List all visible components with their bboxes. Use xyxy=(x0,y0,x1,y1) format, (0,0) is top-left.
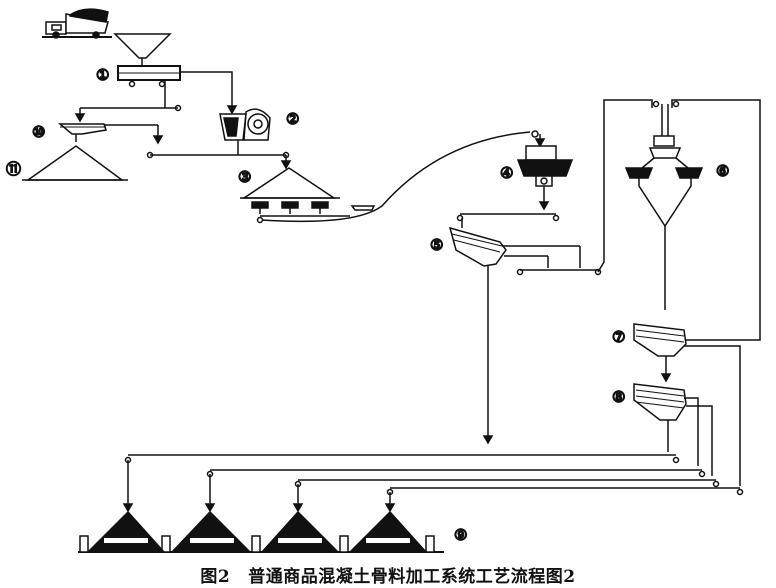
label-10: ⑩ xyxy=(32,123,45,141)
jaw-crusher xyxy=(219,108,271,148)
label-5: ⑤ xyxy=(430,236,443,254)
label-2: ② xyxy=(286,110,299,128)
label-6: ⑥ xyxy=(716,162,729,180)
figure-caption: 图2 普通商品混凝土骨料加工系统工艺流程图2 xyxy=(0,562,776,587)
under-pile-feeders xyxy=(251,201,376,224)
caption-label: 图2 xyxy=(200,567,231,587)
vibrating-screen-7 xyxy=(633,323,741,486)
surge-pile xyxy=(240,167,340,199)
vibrating-screen-5 xyxy=(448,226,602,445)
label-9: ⑨ xyxy=(454,526,467,544)
label-4: ④ xyxy=(500,164,513,182)
conveyor-to-tertiary xyxy=(597,99,660,273)
dump-truck-icon xyxy=(42,8,112,39)
tertiary-crushers xyxy=(624,104,704,310)
stockpile-11 xyxy=(22,145,128,181)
scalping-screen xyxy=(57,123,164,145)
label-1: ① xyxy=(96,66,109,84)
conveyor-feeder-fines xyxy=(74,80,182,123)
caption-title: 普通商品混凝土骨料加工系统工艺流程图2 xyxy=(248,567,576,587)
product-stockpiles xyxy=(78,510,444,553)
cone-crusher xyxy=(516,145,574,211)
feed-hopper xyxy=(113,33,172,66)
conveyor-feeder-to-jaw xyxy=(180,71,238,115)
label-8: ⑧ xyxy=(612,388,625,406)
return-loop-conveyor xyxy=(671,99,761,341)
vibrating-screen-8 xyxy=(633,383,713,476)
label-7: ⑦ xyxy=(612,328,625,346)
label-11: ⑪ xyxy=(6,160,21,178)
vibrating-feeder xyxy=(117,65,181,88)
conveyor-to-screen-5 xyxy=(456,213,560,228)
label-3: ③ xyxy=(238,168,251,186)
conveyor-jaw-to-pile xyxy=(146,148,292,170)
conveyor-to-cone xyxy=(261,130,546,223)
product-conveyors xyxy=(122,454,744,513)
